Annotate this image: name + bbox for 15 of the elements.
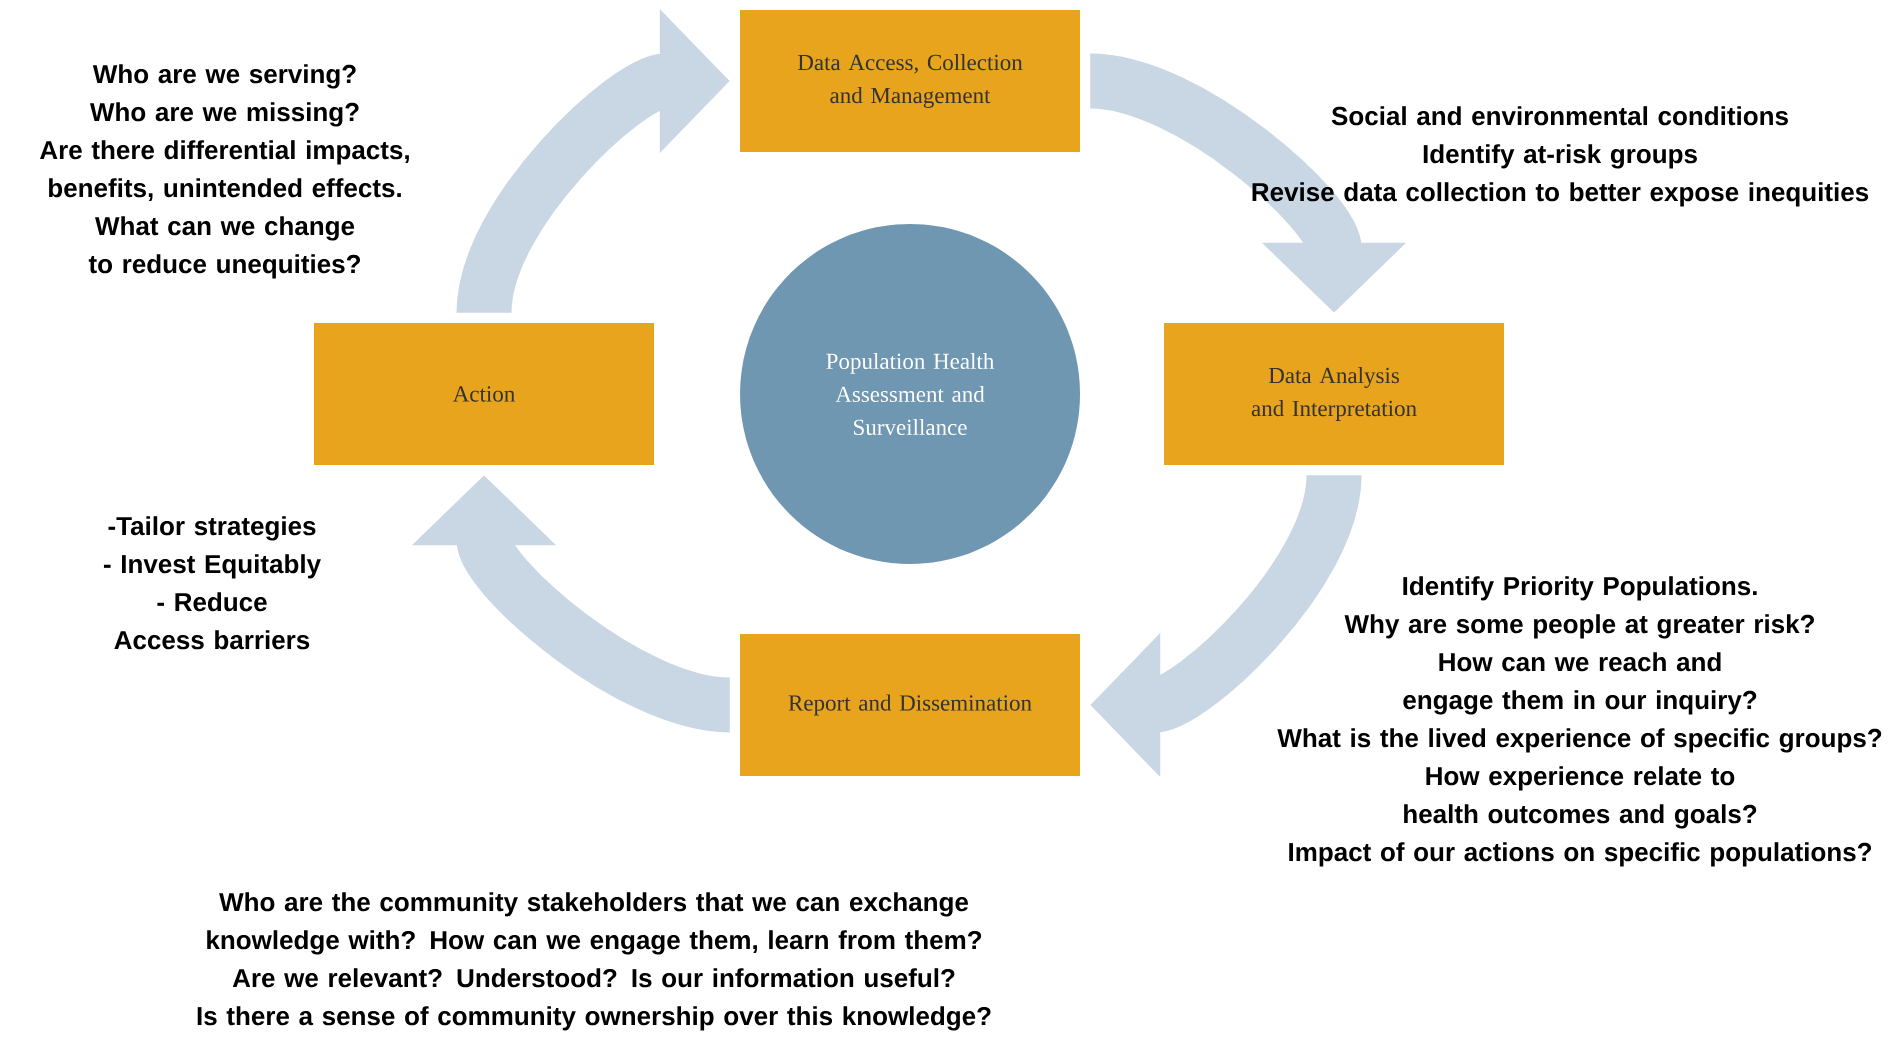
question-text: Social and environmental conditions Identify at-risk groups Revise data collection to better expose inequities: [1252, 106, 1869, 207]
question-text: Identify Priority Populations. Why are some people at greater risk? How can we reach and engage them in our inquiry? What is the lived experience of specific groups? How experience relate to health outcomes and goals? Impact of our actions on specific populations?: [1277, 576, 1882, 867]
question-text: Who are the community stakeholders that we can exchange knowledge with? How can we engage them, learn from them? Are we relevant? Understood? Is our information useful? Is there a sense of community ownership over this knowledge?: [197, 892, 991, 1031]
label: How experience relate to health outcomes and goals?: [1404, 766, 1757, 829]
process-box: Data Analysis and Interpretation: [1164, 323, 1504, 465]
process-box: Action: [314, 323, 654, 465]
process-box: Report and Dissemination: [740, 634, 1080, 776]
label: Why are some people at greater risk?: [1344, 614, 1814, 639]
label: What is the lived experience of specific groups?: [1277, 728, 1882, 753]
process-box: Data Access, Collection and Management: [740, 10, 1080, 152]
label: Impact of our actions on specific populations?: [1289, 842, 1872, 867]
question-text: -Tailor strategies - Invest Equitably - Reduce Access barriers: [103, 516, 321, 650]
question-text: Who are we serving? Who are we missing? Are there differential impacts, benefits, unintended effects. What can we change to reduce unequities?: [40, 64, 409, 279]
label: How can we reach and engage them in our inquiry?: [1403, 652, 1757, 715]
label: Identify Priority Populations.: [1403, 576, 1757, 601]
